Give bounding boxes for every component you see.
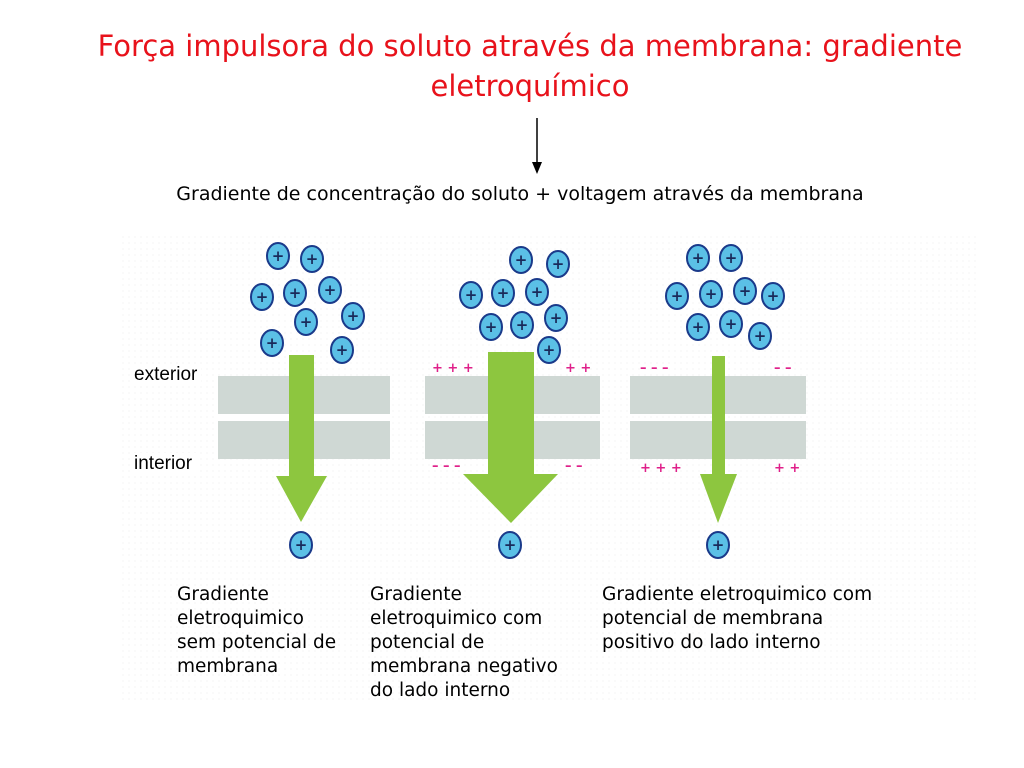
charges-panel-2-top: + + + — [432, 361, 474, 376]
cation-icon: + — [686, 313, 710, 341]
cation-symbol: + — [266, 334, 279, 352]
cation-icon: + — [479, 313, 503, 341]
cation-icon: + — [330, 336, 354, 364]
cation-icon: + — [250, 283, 274, 311]
cation-symbol: + — [347, 307, 360, 325]
charges-panel-2-top-right: + + — [565, 361, 591, 376]
slide-title: Força impulsora do soluto através da mem… — [97, 29, 963, 103]
cation-icon: + — [318, 276, 342, 304]
cation-icon: + — [733, 277, 757, 305]
cation-symbol: + — [497, 284, 510, 302]
cation-icon: + — [294, 308, 318, 336]
cation-symbol: + — [324, 281, 337, 299]
cation-symbol: + — [465, 286, 478, 304]
cation-symbol: + — [692, 318, 705, 336]
cation-symbol: + — [552, 255, 565, 273]
cation-symbol: + — [485, 318, 498, 336]
gradient-arrow-panel-3 — [700, 356, 737, 523]
cation-symbol: + — [767, 287, 780, 305]
down-arrow-icon — [532, 118, 542, 174]
charges-panel-2-bottom: – – – — [432, 459, 461, 474]
cation-icon: + — [289, 531, 313, 559]
cation-icon: + — [761, 282, 785, 310]
cation-symbol: + — [725, 249, 738, 267]
gradient-arrow-panel-2 — [463, 352, 558, 523]
cation-symbol: + — [754, 327, 767, 345]
cation-icon: + — [260, 329, 284, 357]
cation-symbol: + — [504, 536, 517, 554]
gradient-arrow-panel-1 — [276, 355, 327, 522]
slide-subtitle: Gradiente de concentração do soluto + vo… — [176, 183, 864, 205]
exterior-label: exterior — [130, 364, 202, 386]
cation-symbol: + — [671, 287, 684, 305]
cation-icon: + — [491, 279, 515, 307]
cation-icon: + — [686, 244, 710, 272]
cation-symbol: + — [300, 313, 313, 331]
cation-symbol: + — [515, 251, 528, 269]
cation-icon: + — [510, 311, 534, 339]
cation-icon: + — [341, 302, 365, 330]
cation-symbol: + — [336, 341, 349, 359]
cation-symbol: + — [531, 283, 544, 301]
cation-icon: + — [546, 250, 570, 278]
cation-symbol: + — [739, 282, 752, 300]
cation-icon: + — [706, 531, 730, 559]
charges-panel-3-bottom: + + + — [640, 461, 682, 476]
charges-panel-2-bottom-right: – – — [565, 459, 583, 474]
cation-symbol: + — [289, 284, 302, 302]
caption-panel-3: Gradiente eletroquimico com potencial de… — [602, 584, 873, 653]
cation-icon: + — [719, 310, 743, 338]
cation-symbol: + — [692, 249, 705, 267]
cation-symbol: + — [550, 309, 563, 327]
cation-icon: + — [300, 245, 324, 273]
interior-label: interior — [130, 453, 197, 475]
cation-icon: + — [283, 279, 307, 307]
cation-icon: + — [509, 246, 533, 274]
cation-symbol: + — [272, 247, 285, 265]
cation-symbol: + — [295, 536, 308, 554]
cation-symbol: + — [256, 288, 269, 306]
cation-icon: + — [719, 244, 743, 272]
cation-symbol: + — [516, 316, 529, 334]
cation-icon: + — [525, 278, 549, 306]
cation-icon: + — [544, 304, 568, 332]
cation-icon: + — [537, 336, 561, 364]
cation-icon: + — [665, 282, 689, 310]
cation-icon: + — [266, 242, 290, 270]
cation-symbol: + — [712, 536, 725, 554]
charges-panel-3-bottom-right: + + — [774, 461, 800, 476]
caption-panel-2: Gradiente eletroquimico com potencial de… — [370, 584, 558, 701]
cation-icon: + — [699, 280, 723, 308]
cation-symbol: + — [705, 285, 718, 303]
charges-panel-3-top: – – – — [640, 361, 669, 376]
ion-group: ++++++++++++++++++++++++++++++ — [250, 242, 785, 559]
cation-icon: + — [459, 281, 483, 309]
cation-icon: + — [498, 531, 522, 559]
caption-panel-1: Gradiente eletroquimico sem potencial de… — [177, 584, 337, 677]
cation-icon: + — [748, 322, 772, 350]
cation-symbol: + — [306, 250, 319, 268]
cation-symbol: + — [725, 315, 738, 333]
charges-panel-3-top-right: – – — [774, 361, 792, 376]
cation-symbol: + — [543, 341, 556, 359]
